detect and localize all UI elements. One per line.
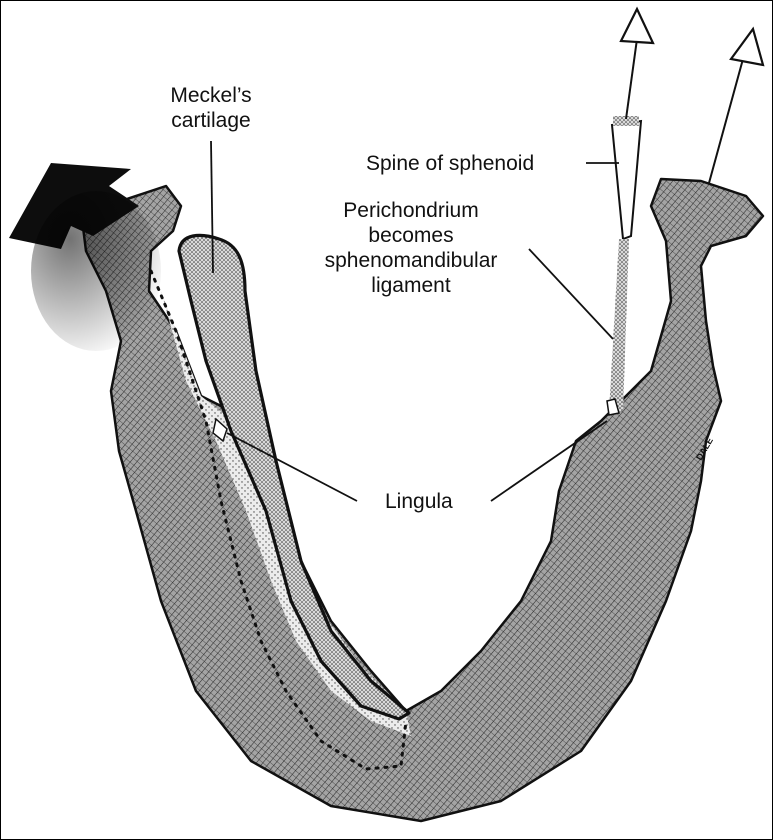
leader-lingula-right	[490, 420, 608, 502]
label-perichondrium-line1: Perichondrium	[343, 199, 479, 222]
label-perichondrium-line4: ligament	[371, 274, 451, 297]
label-perichondrium-line2: becomes	[368, 224, 454, 247]
spray-stipple	[31, 191, 161, 351]
lingula-right	[606, 398, 620, 416]
label-meckels-cartilage: Meckel’s cartilage	[151, 83, 271, 133]
label-perichondrium: Perichondrium becomes sphenomandibular l…	[293, 198, 529, 298]
sphenomandibular-ligament	[609, 239, 629, 411]
spine-of-sphenoid-shape	[610, 119, 643, 241]
leader-perichondrium	[528, 248, 614, 340]
meckels-cartilage	[177, 233, 411, 721]
mandible-inner-surface	[161, 291, 411, 736]
dotted-nerve-course	[149, 269, 408, 771]
leader-meckel	[210, 140, 214, 274]
label-lingula: Lingula	[385, 490, 453, 513]
label-perichondrium-line3: sphenomandibular	[324, 249, 498, 272]
label-meckels-line2: cartilage	[171, 109, 251, 132]
open-arrow-right	[729, 26, 765, 67]
label-meckels-line1: Meckel’s	[170, 84, 252, 107]
open-arrow-left	[619, 6, 655, 45]
leader-lingula-left	[226, 432, 358, 502]
label-spine-of-sphenoid: Spine of sphenoid	[366, 152, 535, 175]
lingula-left	[212, 417, 228, 443]
